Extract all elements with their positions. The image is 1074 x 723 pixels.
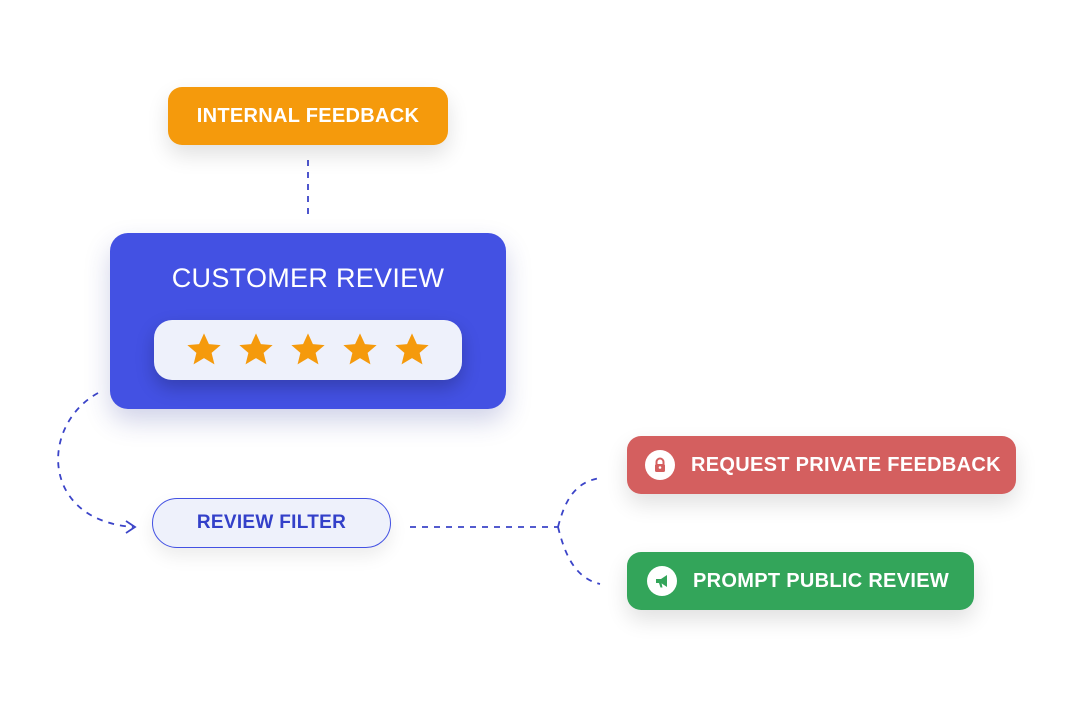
star-rating xyxy=(154,320,462,380)
connector-review-to-filter xyxy=(57,392,134,528)
connector-split-to-private xyxy=(557,477,601,528)
review-filter-label: REVIEW FILTER xyxy=(196,512,347,533)
request-private-feedback-label: REQUEST PRIVATE FEEDBACK xyxy=(691,453,1001,476)
star-icon xyxy=(291,333,325,365)
review-filter-node: REVIEW FILTER xyxy=(152,498,391,548)
connector-split-to-public xyxy=(557,526,601,585)
request-private-feedback-node: REQUEST PRIVATE FEEDBACK xyxy=(627,436,1016,494)
star-icon xyxy=(343,333,377,365)
star-icon xyxy=(187,333,221,365)
star-icon xyxy=(395,333,429,365)
customer-review-card: CUSTOMER REVIEW xyxy=(110,233,506,409)
star-icon xyxy=(239,333,273,365)
customer-review-title: CUSTOMER REVIEW xyxy=(171,263,445,293)
prompt-public-review-label: PROMPT PUBLIC REVIEW xyxy=(693,569,950,592)
lock-icon xyxy=(645,450,675,480)
arrowhead xyxy=(125,520,137,534)
internal-feedback-label: INTERNAL FEEDBACK xyxy=(196,104,420,127)
prompt-public-review-node: PROMPT PUBLIC REVIEW xyxy=(627,552,974,610)
megaphone-icon xyxy=(647,566,677,596)
internal-feedback-node: INTERNAL FEEDBACK xyxy=(168,87,448,145)
